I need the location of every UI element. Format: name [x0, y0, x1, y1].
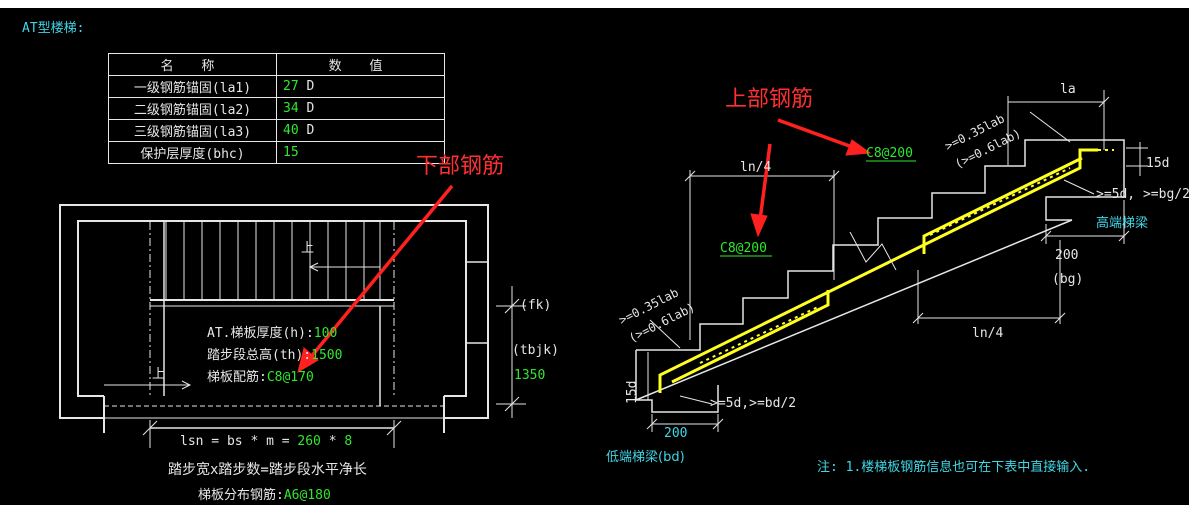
la-label: la	[1060, 82, 1076, 97]
lsn-star: *	[320, 434, 345, 449]
bs-value[interactable]: 260	[297, 434, 321, 449]
rebar-ties	[699, 149, 1114, 364]
thickness-label: AT.梯板厚度(h):	[207, 326, 314, 341]
high-beam-width-label: 200	[1055, 248, 1079, 263]
row-value-cell[interactable]: 40 D	[276, 119, 445, 142]
rebar-lines	[658, 148, 1098, 393]
thickness-value[interactable]: 100	[313, 326, 338, 341]
high-beam-label: 高端梯梁	[1096, 216, 1149, 231]
section-outline	[635, 139, 1125, 413]
row-value[interactable]: 40	[283, 123, 299, 138]
d15-bottom-label: 15d	[625, 380, 640, 404]
row-value[interactable]: 15	[283, 145, 299, 160]
plan-up-label-1: 上	[301, 241, 315, 256]
window-top-bar	[0, 0, 1189, 8]
total-height-label: 踏步段总高(th):	[207, 348, 312, 363]
total-height-field[interactable]: 踏步段总高(th):1500	[207, 348, 342, 364]
plan-rebar-label: 梯板配筋:	[207, 370, 267, 385]
table-header-row: 名 称 数 值	[108, 53, 445, 76]
plan-view	[59, 204, 489, 433]
distribution-rebar-field[interactable]: 梯板分布钢筋:A6@180	[198, 488, 331, 504]
ln4-bottom-label: ln/4	[972, 326, 1004, 341]
plan-rebar-field[interactable]: 梯板配筋:C8@170	[207, 370, 314, 386]
d15-top-label: 15d	[1146, 156, 1170, 171]
lower-rebar-callout: 下部钢筋	[416, 154, 505, 179]
plan-length-dimension	[142, 420, 402, 448]
dimension-ticks	[646, 96, 1130, 430]
section-lower-rebar-value[interactable]: C8@200	[720, 241, 767, 256]
row-value-cell[interactable]: 15	[276, 141, 445, 164]
row-unit: D	[306, 79, 315, 94]
parameter-table: 名 称 数 值 一级钢筋锚固(la1) 27 D 二级钢筋锚固(la2) 34 …	[108, 53, 445, 164]
break-mark	[849, 231, 897, 271]
lsn-prefix: lsn = bs * m =	[180, 434, 298, 449]
table-row[interactable]: 一级钢筋锚固(la1) 27 D	[108, 75, 445, 98]
row-value[interactable]: 34	[283, 101, 299, 116]
tbjk-label: (tbjk)	[512, 343, 559, 358]
total-height-value[interactable]: 1500	[311, 348, 343, 363]
row-name: 一级钢筋锚固(la1)	[108, 75, 277, 98]
low-beam-width-label: 200	[664, 426, 688, 441]
distribution-rebar-label: 梯板分布钢筋:	[198, 488, 284, 503]
table-row[interactable]: 保护层厚度(bhc) 15	[108, 141, 445, 164]
bd-rule-label: >=5d,>=bd/2	[710, 396, 797, 411]
row-unit: D	[306, 123, 315, 138]
m-value[interactable]: 8	[344, 434, 353, 449]
section-dimensions	[647, 90, 1148, 432]
row-name: 保护层厚度(bhc)	[108, 141, 277, 164]
plan-rebar-value[interactable]: C8@170	[266, 370, 314, 385]
plan-up-label-2: 上	[152, 367, 166, 382]
formula-text: 踏步宽x踏步数=踏步段水平净长	[168, 462, 367, 478]
callout-arrows	[297, 118, 872, 374]
plan-height-dimension	[496, 286, 526, 418]
bg-rule-label: >=5d, >=bg/2	[1096, 187, 1189, 202]
bg-label: (bg)	[1052, 272, 1084, 287]
ln4-top-label: ln/4	[740, 160, 772, 175]
drawing-title: AT型楼梯:	[22, 21, 85, 36]
note-text: 注: 1.楼梯板钢筋信息也可在下表中直接输入.	[817, 460, 1091, 475]
header-value: 数 值	[276, 53, 445, 76]
row-name: 三级钢筋锚固(la3)	[108, 119, 277, 142]
tbjk-value[interactable]: 1350	[514, 368, 546, 383]
table-row[interactable]: 三级钢筋锚固(la3) 40 D	[108, 119, 445, 142]
row-unit: D	[306, 101, 315, 116]
low-beam-label: 低端梯梁(bd)	[606, 450, 685, 465]
rebar-label-underlines	[720, 160, 916, 257]
section-upper-rebar-value[interactable]: C8@200	[866, 146, 913, 161]
distribution-rebar-value[interactable]: A6@180	[283, 488, 331, 503]
fk-label: (fk)	[520, 298, 552, 313]
row-value[interactable]: 27	[283, 79, 299, 94]
upper-rebar-callout: 上部钢筋	[725, 87, 814, 112]
thickness-field[interactable]: AT.梯板厚度(h):100	[207, 326, 337, 342]
lsn-formula[interactable]: lsn = bs * m = 260 * 8	[180, 434, 352, 450]
header-name: 名 称	[108, 53, 277, 76]
